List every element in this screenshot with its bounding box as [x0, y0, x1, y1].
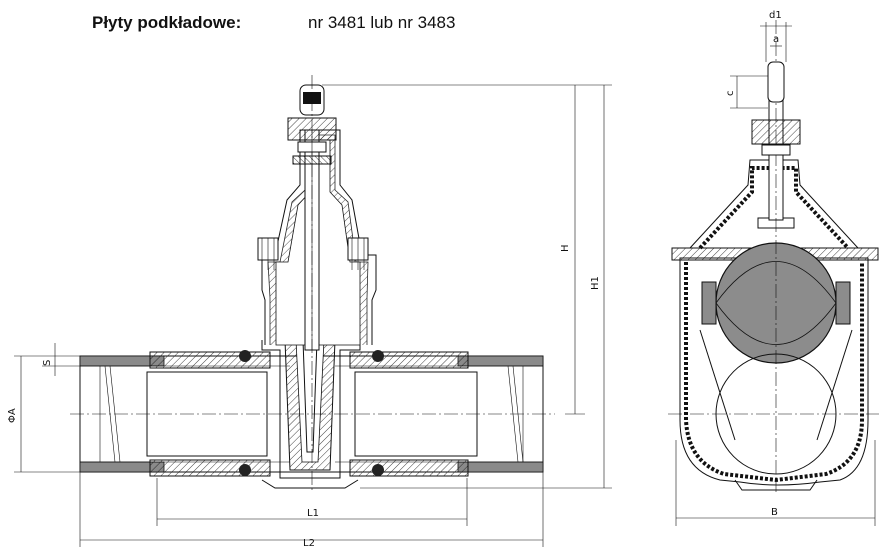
- label-s: S: [42, 360, 53, 366]
- label-d1: d1: [769, 10, 782, 21]
- side-body: [679, 257, 869, 486]
- label-l2: L2: [303, 538, 315, 547]
- side-packing-cap: [751, 119, 801, 145]
- coupling-top-left: [149, 351, 271, 369]
- front-view: H H1 L1 L2 ΦA S: [7, 75, 612, 547]
- label-c: c: [725, 91, 736, 97]
- seal: [372, 464, 384, 476]
- pipe-wall-bottom-right: [457, 461, 544, 473]
- seal: [239, 464, 251, 476]
- label-b: B: [771, 507, 778, 518]
- label-h1: H1: [590, 276, 601, 290]
- side-dome: [688, 159, 860, 249]
- label-h: H: [560, 244, 571, 252]
- header-label: Płyty podkładowe:: [92, 13, 242, 32]
- label-phiA: ΦA: [7, 408, 18, 423]
- coupling-bottom-left: [149, 459, 271, 477]
- side-view: B d1 a c: [668, 10, 879, 526]
- label-l1: L1: [307, 508, 319, 519]
- coupling-bottom-right: [349, 459, 469, 477]
- coupling-top-right: [349, 351, 469, 369]
- seal: [239, 350, 251, 362]
- header-value: nr 3481 lub nr 3483: [308, 13, 456, 32]
- label-a: a: [773, 34, 779, 45]
- seal: [372, 350, 384, 362]
- pipe-wall-top-right: [457, 355, 544, 367]
- header: Płyty podkładowe: nr 3481 lub nr 3483: [92, 13, 455, 33]
